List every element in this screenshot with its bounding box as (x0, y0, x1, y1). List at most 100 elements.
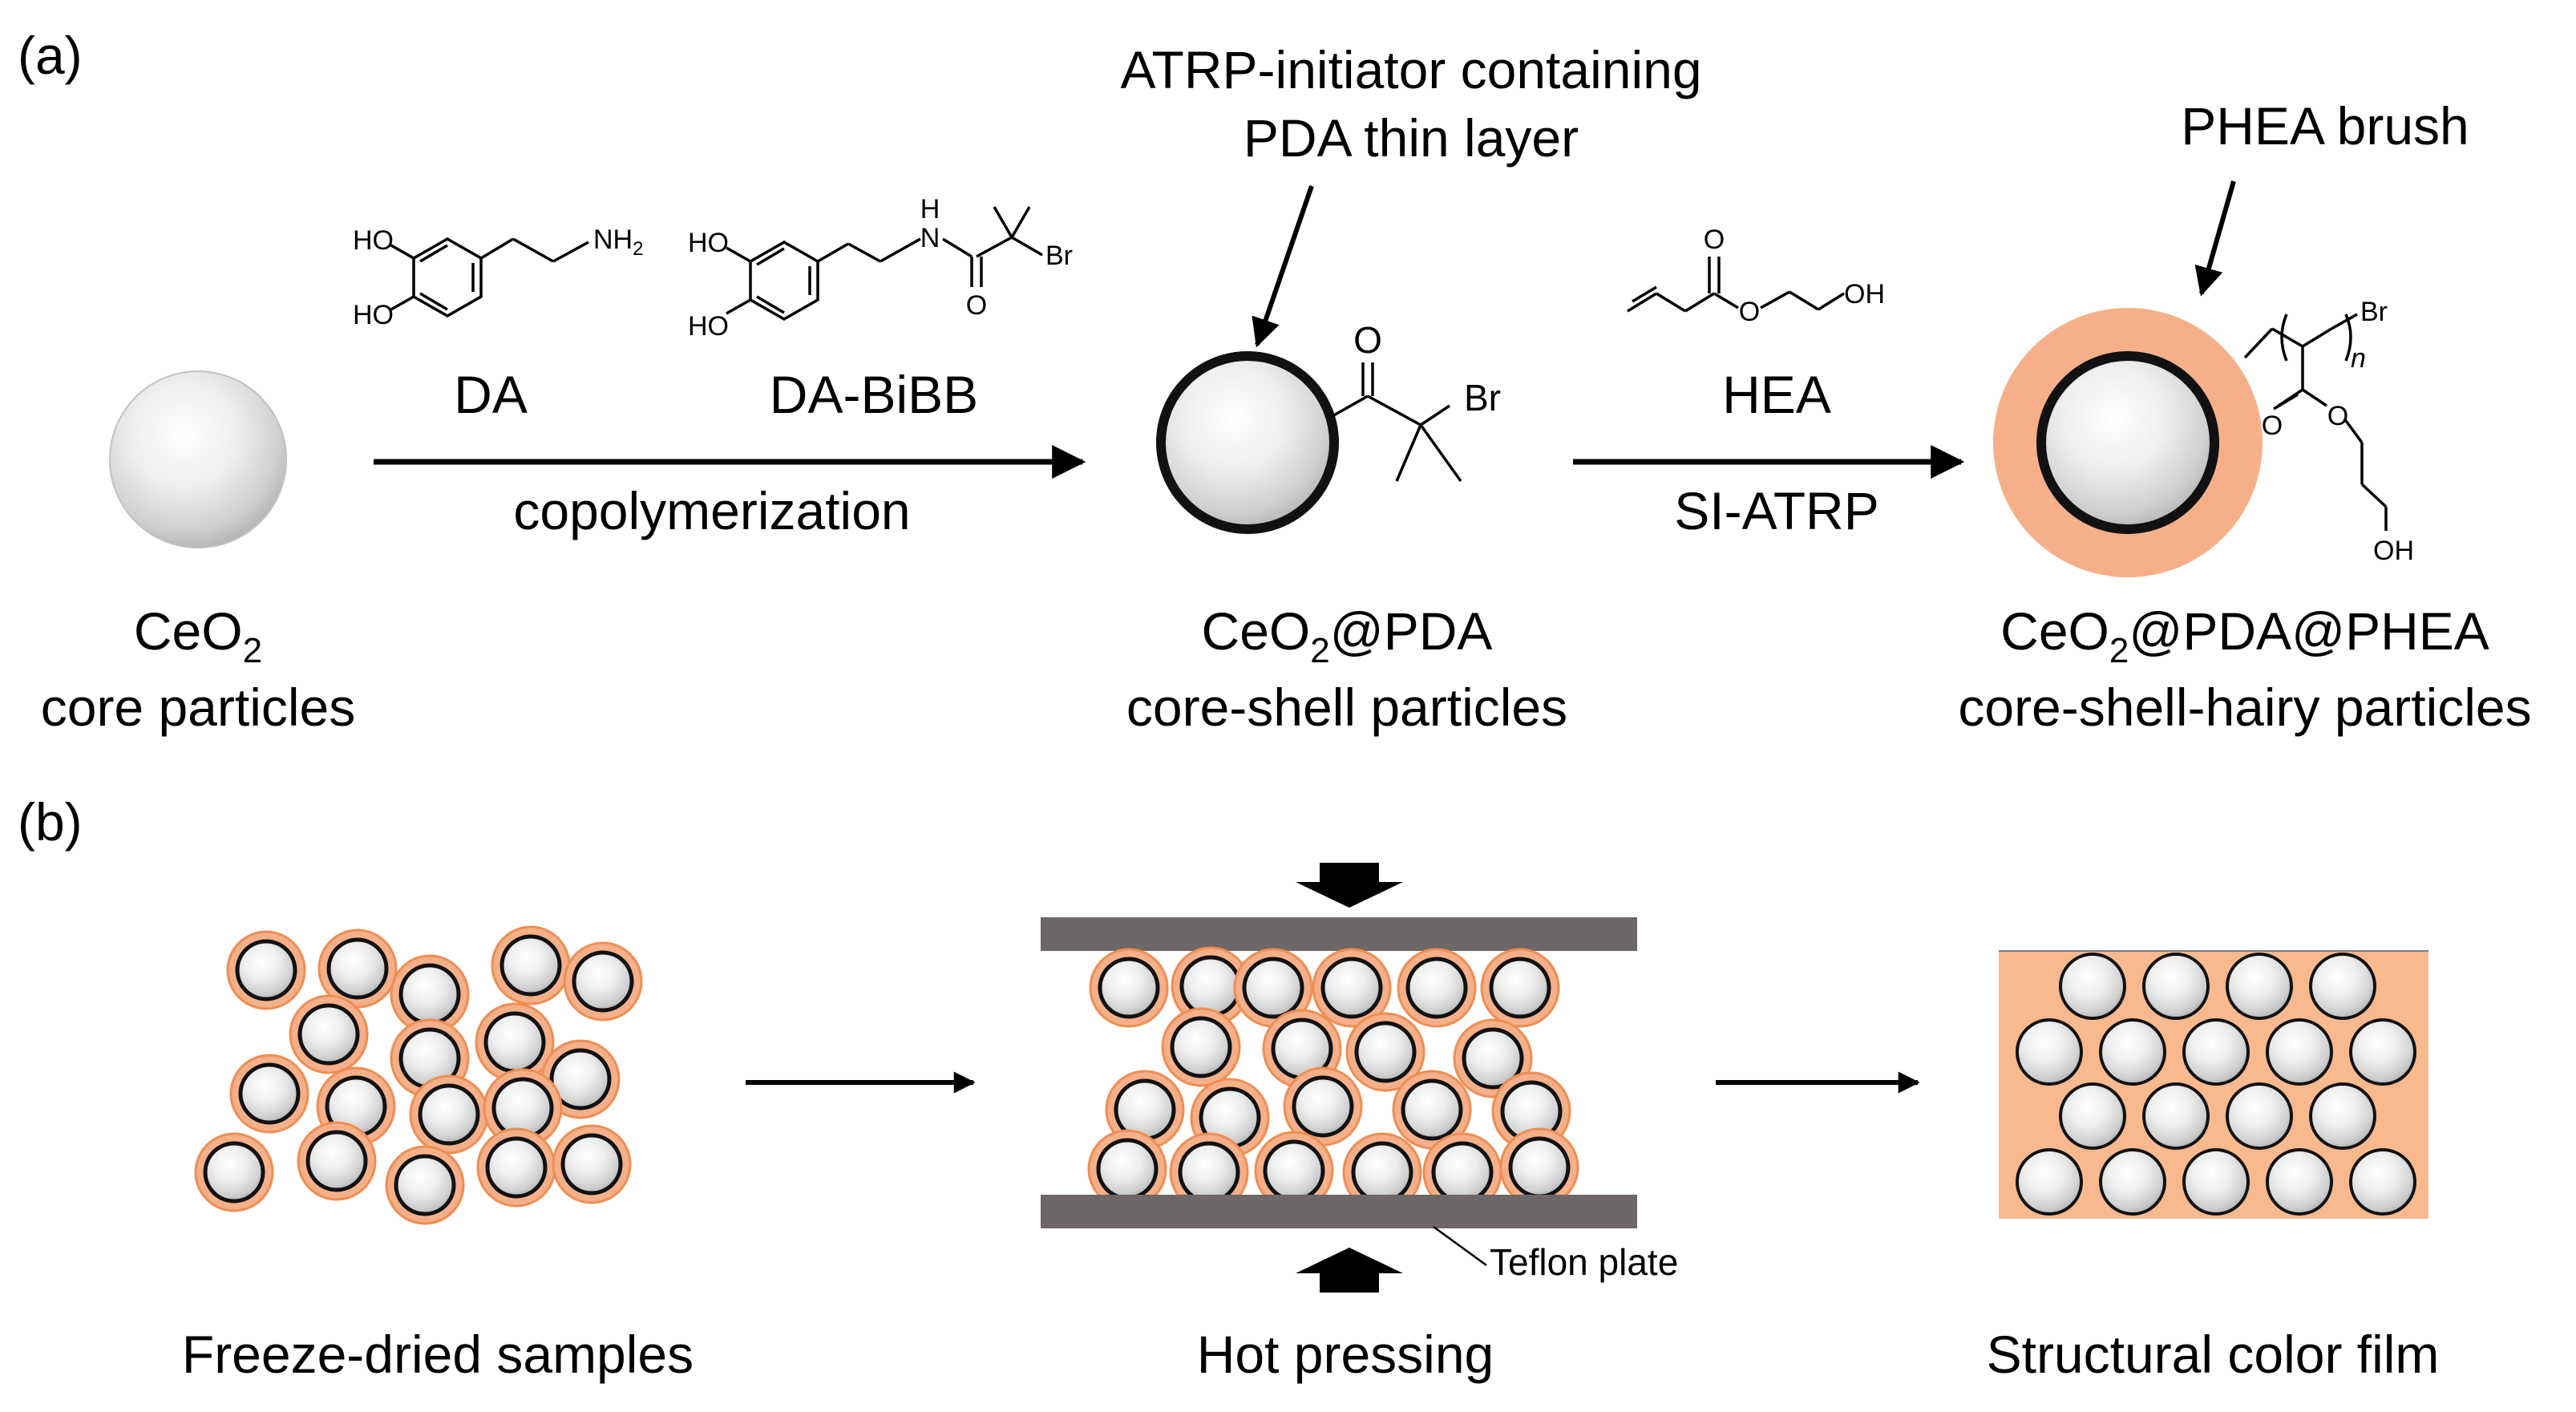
hea-oh: OH (1844, 279, 1885, 310)
shell-annotation-arrow (1252, 185, 1314, 348)
shell-name: CeO2@PDA (1202, 601, 1493, 670)
phea-structure (2243, 313, 2388, 531)
film-particle (2059, 953, 2126, 1020)
core-name: CeO2 (134, 601, 262, 670)
pressed-particle (1422, 1132, 1502, 1212)
pressed-particle (1312, 948, 1392, 1028)
film-particle (2182, 1148, 2250, 1216)
pressed-particle (1233, 948, 1313, 1028)
film-particle (2182, 1018, 2250, 1086)
freeze-particle (194, 1132, 274, 1212)
film-particle (2309, 953, 2376, 1020)
dabibb-ho-top: HO (688, 228, 729, 258)
core-desc: core particles (41, 678, 356, 737)
da-ho-bottom: HO (353, 300, 394, 330)
dabibb-br: Br (1045, 241, 1073, 271)
teflon-plate-bottom (1041, 1195, 1637, 1228)
dabibb-ho-bottom: HO (688, 311, 729, 342)
phea-o-ester: O (2327, 401, 2348, 431)
hairy-desc: core-shell-hairy particles (1958, 678, 2531, 737)
freeze-particle (229, 1054, 309, 1134)
ordered-particles (2016, 953, 2416, 1216)
freeze-dried-particles (194, 925, 643, 1225)
freeze-particle (289, 994, 369, 1074)
freeze-particle (476, 1127, 556, 1208)
freeze-particle (552, 1124, 632, 1204)
freeze-particle (475, 1002, 555, 1082)
teflon-plate-label: Teflon plate (1490, 1241, 1678, 1283)
pressed-particle (1105, 1070, 1185, 1150)
film-particle (2226, 953, 2293, 1020)
panel-b-label: (b) (18, 792, 83, 852)
da-bibb-label: DA-BiBB (770, 365, 978, 424)
press-arrow-bottom (1296, 1248, 1403, 1293)
step-freeze-dried-label: Freeze-dried samples (182, 1325, 694, 1384)
freeze-particle (409, 1074, 489, 1155)
si-atrp-label: SI-ATRP (1674, 481, 1878, 540)
freeze-particle (317, 929, 398, 1009)
panel-a-label: (a) (18, 26, 83, 85)
freeze-particle (563, 941, 643, 1022)
da-bibb-structure (726, 206, 1043, 322)
initiator-structure (1330, 362, 1462, 483)
dabibb-o: O (966, 290, 987, 321)
dopamine-structure (389, 237, 589, 318)
film-particle (2016, 1018, 2083, 1086)
shell-desc: core-shell particles (1126, 678, 1567, 737)
teflon-plate-top (1041, 917, 1637, 951)
film-particle (2059, 1082, 2126, 1150)
pda-shell-particle (1156, 351, 1339, 534)
freeze-particle (385, 1145, 465, 1225)
pressed-particle (1171, 946, 1251, 1026)
copolymerization-label: copolymerization (513, 481, 910, 540)
film-particle (2016, 1148, 2083, 1216)
film-particle (2349, 1148, 2416, 1216)
brush-annotation-arrow (2194, 180, 2236, 297)
pressed-particle (1499, 1127, 1579, 1208)
phea-n: n (2351, 343, 2366, 374)
phea-oh: OH (2373, 536, 2414, 566)
pressed-particle (1089, 948, 1169, 1028)
da-ho-top: HO (353, 225, 394, 256)
phea-o-carbonyl: O (2262, 411, 2283, 441)
pressed-particle (1392, 1070, 1472, 1150)
shell-annotation-line2: PDA thin layer (1244, 108, 1579, 168)
film-particle (2349, 1018, 2416, 1086)
film-particle (2142, 953, 2210, 1020)
film-particle (2099, 1148, 2166, 1216)
pressed-particle (1342, 1132, 1422, 1212)
phea-br: Br (2360, 297, 2388, 327)
film-particle (2266, 1018, 2333, 1086)
pressed-particle (1397, 948, 1477, 1028)
hea-label: HEA (1722, 365, 1831, 424)
film-particle (2142, 1082, 2210, 1150)
teflon-leader-line (1433, 1225, 1487, 1267)
film-particle (2309, 1082, 2376, 1150)
da-label: DA (454, 365, 528, 424)
initiator-o: O (1353, 319, 1382, 361)
dabibb-h: H (920, 194, 940, 225)
freeze-particle (297, 1121, 377, 1201)
hairy-name: CeO2@PDA@PHEA (2000, 601, 2489, 670)
step-hot-pressing-label: Hot pressing (1197, 1325, 1494, 1384)
film-particle (2226, 1082, 2293, 1150)
hea-structure (1627, 257, 1845, 313)
hea-o-top: O (1704, 225, 1725, 255)
hairy-core (2036, 351, 2219, 534)
core-particle (109, 370, 287, 548)
freeze-particle (491, 925, 571, 1005)
press-arrow-top (1296, 863, 1403, 908)
freeze-particle (226, 930, 306, 1010)
hot-pressed-particles (1087, 946, 1579, 1212)
pressed-particle (1480, 948, 1560, 1028)
freeze-particle (390, 954, 470, 1034)
film-particle (2099, 1018, 2166, 1086)
film-particle (2266, 1148, 2333, 1216)
pressed-particle (1087, 1129, 1167, 1209)
pressed-particle (1161, 1007, 1241, 1087)
brush-annotation: PHEA brush (2181, 96, 2469, 156)
hea-o-ester: O (1739, 297, 1760, 327)
da-nh2: NH2 (593, 225, 643, 260)
